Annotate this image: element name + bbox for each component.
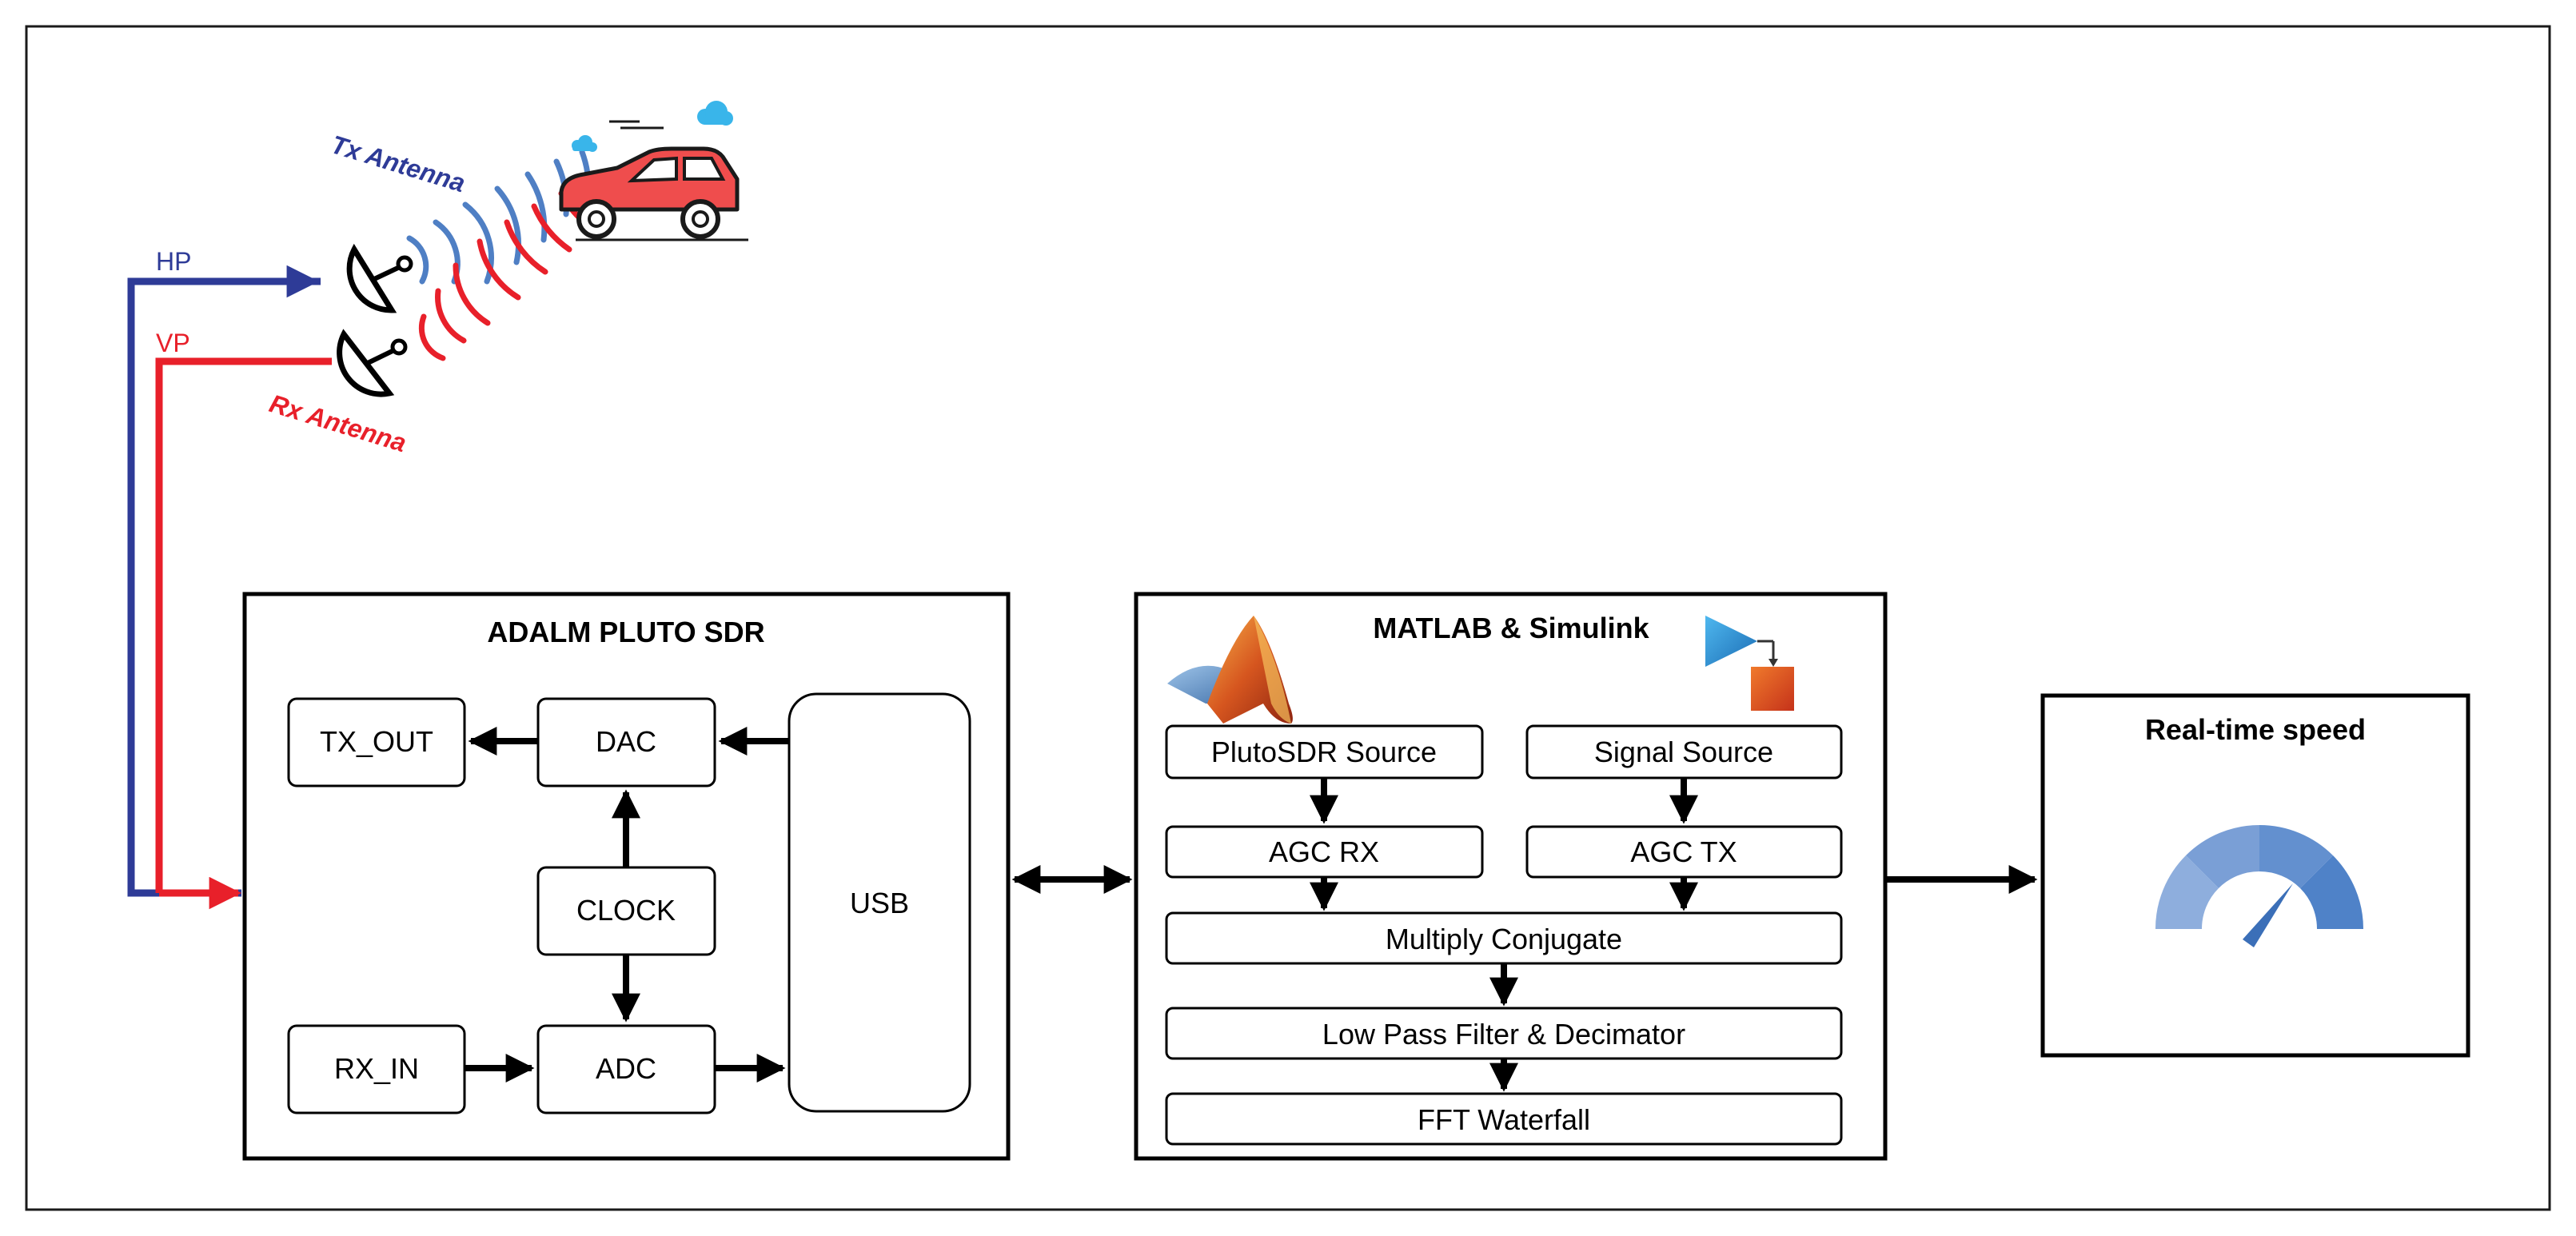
- sdr-section: ADALM PLUTO SDR TX_OUT DAC CLOCK RX_IN A…: [242, 592, 1011, 1161]
- agc-tx-label: AGC TX: [1630, 835, 1737, 868]
- dac-label: DAC: [596, 725, 656, 758]
- vp-label: VP: [156, 329, 190, 357]
- rx-wave-icon: [418, 190, 593, 361]
- matlab-logo-icon: [1167, 616, 1293, 724]
- speed-container: [2040, 693, 2470, 1058]
- vp-feed-line: [155, 357, 332, 893]
- fft-waterfall-label: FFT Waterfall: [1418, 1103, 1590, 1136]
- usb-block: [788, 692, 971, 1113]
- tx-out-label: TX_OUT: [320, 725, 433, 758]
- clock-label: CLOCK: [576, 894, 676, 927]
- matlab-arrows: [1310, 778, 1698, 1092]
- rx-in-label: RX_IN: [334, 1052, 419, 1085]
- adc-label: ADC: [596, 1052, 656, 1085]
- speedometer-icon: [2155, 824, 2363, 947]
- speed-section: Real-time speed: [2040, 693, 2470, 1058]
- matlab-section: MATLAB & Simulink PlutoSDR Source Signal…: [1134, 592, 1888, 1161]
- multiply-conjugate-label: Multiply Conjugate: [1386, 923, 1622, 955]
- fft-waterfall-block: [1165, 1092, 1843, 1146]
- simulink-logo-icon: [1705, 616, 1794, 711]
- signal-source-label: Signal Source: [1594, 736, 1773, 768]
- rx-antenna-label: Rx Antenna: [266, 389, 409, 457]
- plutosdr-source-label: PlutoSDR Source: [1211, 736, 1437, 768]
- sdr-title: ADALM PLUTO SDR: [487, 616, 764, 648]
- cloud-icon: [572, 101, 733, 152]
- sdr-arrows: [465, 727, 789, 1082]
- outer-frame: [25, 25, 2551, 1211]
- hp-label: HP: [156, 247, 191, 276]
- tx-out-block: [287, 697, 466, 787]
- car-icon: [559, 120, 748, 241]
- agc-rx-label: AGC RX: [1269, 835, 1379, 868]
- usb-label: USB: [850, 887, 909, 919]
- low-pass-filter-label: Low Pass Filter & Decimator: [1322, 1018, 1685, 1051]
- rx-dish-icon: [337, 329, 408, 397]
- speed-title: Real-time speed: [2145, 713, 2366, 746]
- tx-antenna-label: Tx Antenna: [328, 130, 469, 197]
- tx-dish-icon: [346, 243, 413, 313]
- matlab-title: MATLAB & Simulink: [1373, 612, 1649, 644]
